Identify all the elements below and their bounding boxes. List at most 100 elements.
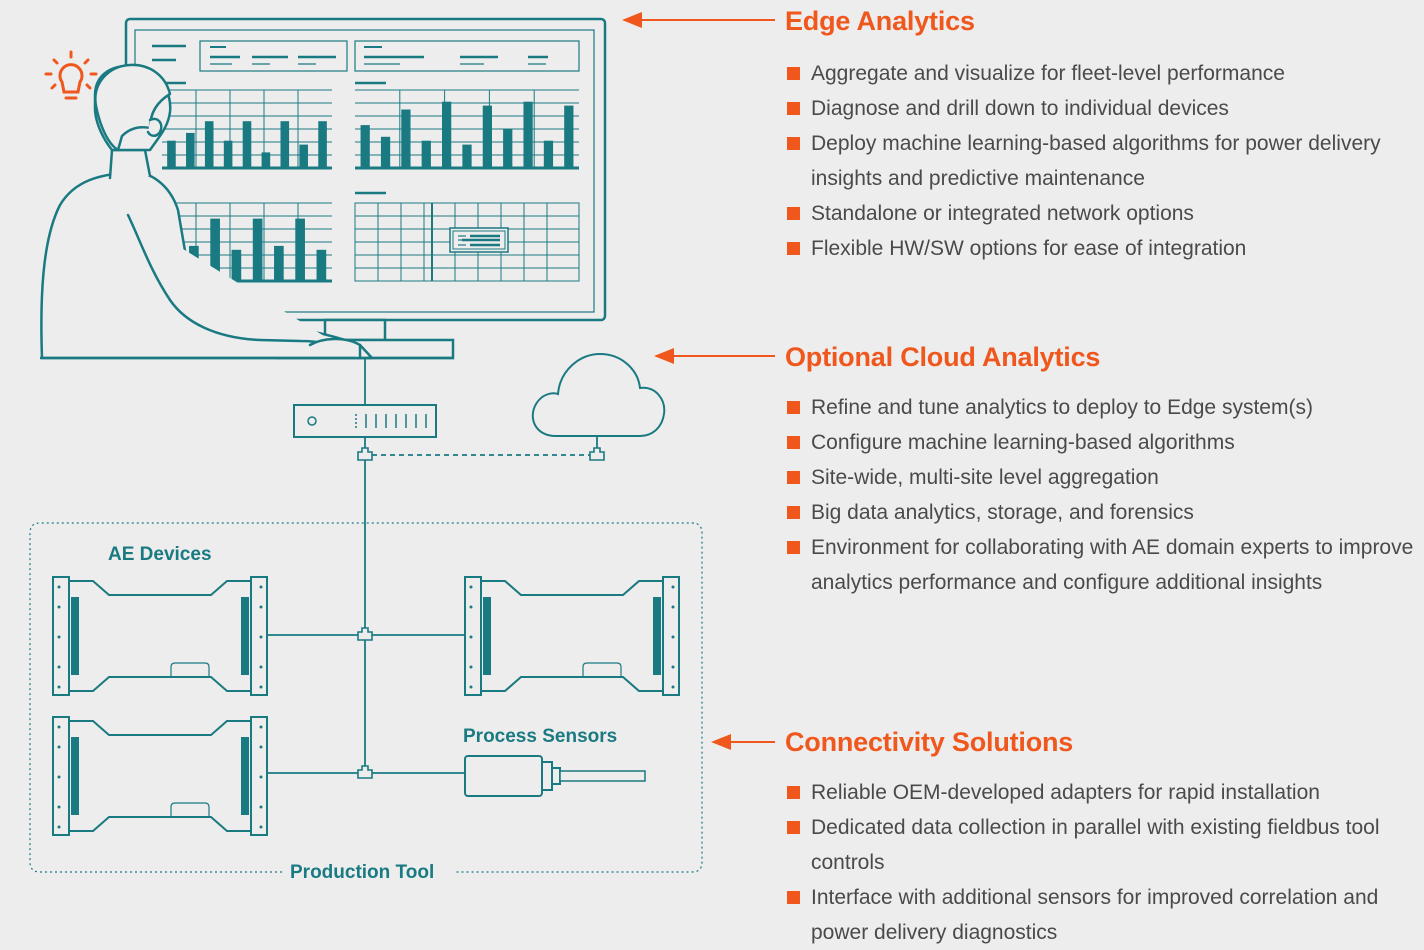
table-widget <box>354 202 580 282</box>
chart-top-left <box>162 89 332 170</box>
chart-bar <box>316 249 327 281</box>
list-item: Interface with additional sensors for im… <box>785 880 1415 950</box>
device-screw <box>469 685 473 689</box>
list-item: Aggregate and visualize for fleet-level … <box>785 56 1415 91</box>
chart-bar <box>167 140 176 168</box>
device-rack-ear <box>464 576 482 696</box>
chart-bar <box>223 140 233 168</box>
device-screw <box>259 725 263 729</box>
device-rack-ear <box>250 716 268 836</box>
device-screw <box>57 635 61 639</box>
chart-bar <box>564 105 574 168</box>
chart-bar <box>360 125 370 168</box>
list-item: Dedicated data collection in parallel wi… <box>785 810 1415 880</box>
device-screw <box>57 775 61 779</box>
list-item: Deploy machine learning-based algorithms… <box>785 126 1415 196</box>
list-item: Reliable OEM-developed adapters for rapi… <box>785 775 1415 810</box>
chart-bar <box>186 132 195 168</box>
connectivity-list: Reliable OEM-developed adapters for rapi… <box>785 775 1415 950</box>
list-item: Flexible HW/SW options for ease of integ… <box>785 231 1415 266</box>
device-port <box>170 802 210 817</box>
chart-bar <box>482 105 492 168</box>
ae-device-icon <box>52 576 268 696</box>
chart-bar <box>274 245 284 281</box>
device-handle <box>71 737 79 815</box>
device-screw <box>259 685 263 689</box>
cloud-icon <box>531 352 666 437</box>
device-screw <box>57 665 61 669</box>
device-screw <box>57 725 61 729</box>
device-screw <box>469 605 473 609</box>
device-handle <box>241 737 249 815</box>
device-rack-ear <box>250 576 268 696</box>
device-screw <box>57 685 61 689</box>
device-handle <box>483 597 491 675</box>
ae-devices-label: AE Devices <box>108 544 212 565</box>
device-screw <box>259 665 263 669</box>
chart-bar <box>523 101 533 168</box>
device-handle <box>241 597 249 675</box>
device-rack-ear <box>52 716 70 836</box>
device-screw <box>57 605 61 609</box>
device-screw <box>259 745 263 749</box>
device-screw <box>259 635 263 639</box>
device-handle <box>71 597 79 675</box>
list-item: Refine and tune analytics to deploy to E… <box>785 390 1415 425</box>
edge-analytics-title: Edge Analytics <box>785 6 975 36</box>
cloud-analytics-title: Optional Cloud Analytics <box>785 342 1101 372</box>
device-screw <box>671 605 675 609</box>
chart-bar <box>252 218 263 281</box>
device-port <box>170 662 210 677</box>
cloud-analytics-list: Refine and tune analytics to deploy to E… <box>785 390 1415 600</box>
chart-bar <box>503 129 513 168</box>
chart-bar <box>295 218 305 281</box>
device-body <box>480 580 664 692</box>
list-item: Standalone or integrated network options <box>785 196 1415 231</box>
process-sensor-icon <box>464 755 646 797</box>
chart-bar <box>261 152 271 168</box>
process-sensors-label: Process Sensors <box>463 726 617 747</box>
network-node-icon <box>357 447 605 779</box>
chart-bar <box>401 109 411 168</box>
chart-bar <box>462 144 472 168</box>
device-screw <box>259 825 263 829</box>
chart-top-right <box>355 89 579 170</box>
ae-device-icon <box>464 576 680 696</box>
device-screw <box>259 585 263 589</box>
list-item: Configure machine learning-based algorit… <box>785 425 1415 460</box>
device-screw <box>671 685 675 689</box>
ae-device-icon <box>52 716 268 836</box>
device-screw <box>469 665 473 669</box>
production-tool-frame <box>29 522 703 873</box>
device-rack-ear <box>662 576 680 696</box>
device-screw <box>671 635 675 639</box>
device-handle <box>653 597 661 675</box>
device-body <box>68 720 252 832</box>
ae-devices-group <box>52 576 680 836</box>
list-item: Environment for collaborating with AE do… <box>785 530 1415 600</box>
device-screw <box>469 585 473 589</box>
device-screw <box>57 805 61 809</box>
device-rack-ear <box>52 576 70 696</box>
chart-bar <box>421 140 431 168</box>
list-item: Diagnose and drill down to individual de… <box>785 91 1415 126</box>
chart-bar <box>204 121 214 168</box>
device-screw <box>57 585 61 589</box>
device-screw <box>671 585 675 589</box>
cloud-analytics-section: Optional Cloud Analytics Refine and tune… <box>785 340 1415 600</box>
lightbulb-icon <box>44 50 98 100</box>
list-item: Site-wide, multi-site level aggregation <box>785 460 1415 495</box>
chart-bar <box>318 121 327 168</box>
edge-analytics-list: Aggregate and visualize for fleet-level … <box>785 56 1415 266</box>
chart-bar <box>543 140 554 168</box>
edge-analytics-section: Edge Analytics Aggregate and visualize f… <box>785 4 1415 266</box>
connectivity-section: Connectivity Solutions Reliable OEM-deve… <box>785 725 1415 950</box>
connectivity-title: Connectivity Solutions <box>785 727 1074 757</box>
chart-bar <box>442 101 452 168</box>
device-screw <box>671 665 675 669</box>
device-body <box>68 580 252 692</box>
chart-bar <box>380 136 391 168</box>
device-port <box>582 662 622 677</box>
device-screw <box>259 605 263 609</box>
production-tool-label: Production Tool <box>290 862 434 883</box>
